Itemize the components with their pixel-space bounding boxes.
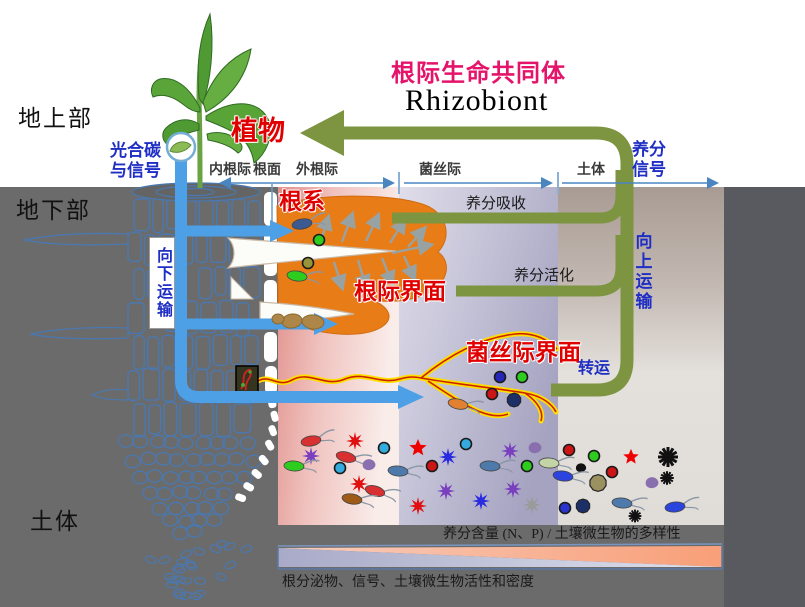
white-root-spur bbox=[230, 275, 255, 300]
microbe-burst bbox=[472, 492, 490, 510]
microbe-burst bbox=[437, 482, 455, 500]
microbe-pent bbox=[575, 498, 591, 514]
microbe-bact bbox=[286, 270, 323, 285]
microbe-burst bbox=[439, 448, 457, 466]
hyphosphere-interface-label: 菌丝际界面 bbox=[466, 339, 581, 365]
plant-label: 植物 bbox=[231, 116, 285, 146]
plant-illustration bbox=[150, 12, 271, 189]
photo-carbon-line1: 光合碳 bbox=[110, 141, 161, 160]
microbe-blob bbox=[575, 463, 587, 473]
nutrient-activation-label: 养分活化 bbox=[514, 268, 575, 284]
nutrient-signal-line2: 信号 bbox=[632, 159, 666, 179]
microbe-ast bbox=[660, 471, 674, 485]
blue-arrowhead bbox=[270, 220, 294, 242]
microbe-burst bbox=[346, 432, 364, 450]
microbe-bact bbox=[341, 493, 379, 509]
microbe-cocc bbox=[605, 465, 619, 479]
microbe-star bbox=[623, 448, 639, 464]
zone-bulk-soil: 土体 bbox=[577, 163, 605, 178]
green-arrowhead bbox=[300, 110, 344, 156]
bulk-soil-left-label: 土体 bbox=[30, 509, 80, 534]
microbe-cocc bbox=[558, 501, 572, 515]
transfer-label: 转运 bbox=[578, 360, 611, 377]
microbe-cocc bbox=[312, 233, 326, 247]
microbe-cocc bbox=[459, 437, 473, 451]
below-ground-label: 地下部 bbox=[16, 198, 91, 223]
microbe-cocc bbox=[520, 459, 534, 473]
microbe-bact bbox=[664, 496, 700, 513]
microbe-bact bbox=[300, 429, 335, 447]
microbe-pent bbox=[589, 473, 607, 493]
upward-transport-label: 向上运输 bbox=[632, 232, 652, 312]
nutrient-signal-label: 养分 信号 bbox=[632, 140, 666, 179]
microbe-cocc bbox=[425, 459, 439, 473]
white-root-main bbox=[226, 237, 397, 269]
green-nutrient-arrow bbox=[300, 110, 634, 397]
microbes-layer bbox=[283, 212, 700, 523]
microbe-blob bbox=[645, 477, 659, 489]
soil-clumps bbox=[271, 313, 325, 330]
microbe-burst bbox=[409, 497, 427, 515]
microbe-cocc bbox=[333, 461, 347, 475]
microbe-burst bbox=[350, 475, 368, 493]
microbe-cocc bbox=[301, 256, 315, 270]
root-system-label: 根系 bbox=[279, 188, 325, 214]
mycorrhizal-hyphae bbox=[235, 331, 560, 424]
microbe-bact bbox=[552, 470, 589, 485]
microbe-bact bbox=[291, 212, 326, 230]
microbe-blob bbox=[528, 442, 542, 454]
zone-outer-rhizosphere: 外根际 bbox=[296, 163, 338, 178]
microbe-cocc bbox=[485, 387, 499, 401]
microbe-bact bbox=[447, 398, 485, 415]
microbe-cocc bbox=[587, 449, 601, 463]
photosynthetic-carbon-label: 光合碳 与信号 bbox=[110, 141, 161, 180]
blue-arrowhead bbox=[398, 385, 424, 409]
microbe-bact bbox=[387, 465, 424, 479]
community-title-en: Rhizobiont bbox=[405, 84, 549, 117]
zone-ruler bbox=[219, 172, 719, 222]
microbe-burst bbox=[501, 442, 519, 460]
rhizosphere-interface-label: 根际界面 bbox=[354, 278, 446, 304]
gradient-wedge-bar bbox=[277, 543, 723, 570]
community-title-cn: 根际生命共同体 bbox=[391, 60, 566, 87]
zone-root-surface: 根面 bbox=[253, 163, 281, 178]
nutrient-uptake-label: 养分吸收 bbox=[466, 196, 527, 212]
magnifier-circle-icon bbox=[165, 131, 197, 163]
photo-carbon-line2: 与信号 bbox=[110, 160, 161, 180]
microbe-bact bbox=[479, 459, 516, 474]
nutrient-content-gradient-label: 养分含量 (N、P) / 土壤微生物的多样性 bbox=[443, 527, 681, 542]
microbe-star bbox=[409, 439, 427, 456]
zone-hyphosphere: 菌丝际 bbox=[419, 163, 461, 178]
nutrient-signal-line1: 养分 bbox=[632, 140, 666, 159]
microbe-burst bbox=[523, 496, 541, 514]
downward-transport-label: 向下运输 bbox=[154, 247, 171, 319]
microbe-pent bbox=[506, 392, 522, 408]
root-cross-section bbox=[23, 182, 279, 601]
microbe-bact bbox=[611, 497, 648, 511]
microbe-cocc bbox=[493, 370, 507, 384]
microbe-bact bbox=[283, 459, 320, 474]
microbe-cocc bbox=[562, 443, 576, 457]
microbe-burst bbox=[302, 447, 320, 465]
mycorrhiza-box-icon bbox=[235, 365, 259, 395]
zone-inner-rhizosphere: 内根际 bbox=[209, 163, 251, 178]
microbe-bact bbox=[538, 456, 575, 471]
microbe-cocc bbox=[377, 441, 391, 455]
exudate-gradient-label: 根分泌物、信号、土壤微生物活性和密度 bbox=[282, 575, 534, 590]
microbe-cocc bbox=[515, 370, 529, 384]
above-ground-label: 地上部 bbox=[18, 106, 93, 131]
microbe-bact bbox=[364, 485, 402, 503]
microbe-burst bbox=[504, 480, 522, 498]
microbe-ast bbox=[628, 509, 642, 523]
microbe-blob bbox=[362, 459, 376, 471]
root-top-disc bbox=[131, 182, 261, 202]
downward-transport-box: 向下运输 bbox=[149, 237, 175, 329]
microbe-ast bbox=[658, 447, 678, 467]
